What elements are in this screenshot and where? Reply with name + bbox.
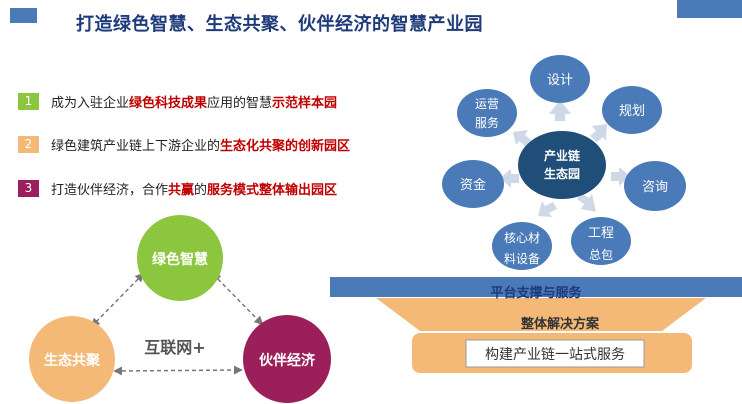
point-1-text-a: 成为入驻企业: [51, 95, 130, 111]
service-label: 构建产业链一站式服务: [485, 347, 625, 363]
service-box: [465, 339, 645, 368]
point-1: 1 成为入驻企业绿色科技成果应用的智慧示范样本园: [18, 91, 337, 111]
point-1-number: 1: [18, 92, 39, 110]
point-3-highlight-b: 服务模式整体输出园区: [207, 182, 338, 198]
cluster-funding-label: 资金: [460, 177, 486, 193]
cluster-node-consulting: [624, 161, 686, 211]
triad-right-label: 伙伴经济: [259, 352, 316, 369]
triad-node-top: [137, 215, 223, 301]
cluster-node-materials: [492, 222, 552, 270]
arrow-to-materials: [538, 201, 557, 217]
point-3-text-b: 的: [194, 182, 208, 198]
point-2-number: 2: [18, 135, 39, 153]
point-3: 3 打造伙伴经济，合作共赢的服务模式整体输出园区: [18, 178, 337, 198]
triad-center-label: 互联网+: [144, 338, 205, 357]
page-title: 打造绿色智慧、生态共聚、伙伴经济的智慧产业园: [76, 14, 483, 35]
point-2-text-a: 绿色建筑产业链上下游企业的: [51, 138, 221, 154]
cluster-center-label-1: 产业链: [544, 148, 581, 163]
arrow-to-funding: [500, 169, 519, 188]
point-1-text: 成为入驻企业绿色科技成果应用的智慧示范样本园: [51, 92, 337, 111]
triad-link-top-left: [90, 272, 145, 328]
cluster-center-node: [518, 131, 606, 199]
cluster-node-design: [530, 55, 590, 103]
point-2-highlight-a: 生态化共聚的创新园区: [220, 138, 351, 154]
platform-section: 平台支撑与服务 整体解决方案 构建产业链一站式服务: [330, 277, 742, 373]
cluster-materials-label-2: 料设备: [504, 252, 540, 266]
triad-node-left: [29, 316, 115, 402]
point-3-number: 3: [18, 179, 39, 197]
point-3-text-a: 打造伙伴经济，合作: [51, 182, 169, 198]
cluster-operations-label-2: 服务: [475, 115, 499, 130]
cluster-diagram: 设计 规划 咨询 工程 总包 核心材 料设备 资金 运营 服务 产业链 生态园: [442, 55, 686, 270]
solution-label: 整体解决方案: [520, 316, 600, 332]
cluster-node-funding: [442, 160, 504, 208]
point-1-highlight-b: 示范样本园: [272, 95, 338, 111]
platform-bar: [330, 277, 742, 297]
cluster-consulting-label: 咨询: [642, 180, 668, 195]
triad-left-label: 生态共聚: [44, 352, 101, 369]
title-decoration-left: [10, 8, 37, 23]
cluster-center-label-2: 生态园: [544, 166, 580, 181]
point-1-highlight-a: 绿色科技成果: [129, 95, 208, 111]
point-1-text-b: 应用的智慧: [207, 95, 273, 111]
cluster-planning-label: 规划: [619, 104, 645, 119]
cluster-operations-label-1: 运营: [475, 97, 499, 111]
point-2: 2 绿色建筑产业链上下游企业的生态化共聚的创新园区: [18, 134, 350, 154]
point-3-highlight-a: 共赢: [168, 182, 195, 198]
cluster-design-label: 设计: [547, 73, 573, 88]
title-decoration-right: [677, 0, 742, 18]
cluster-engineering-label-2: 总包: [589, 248, 613, 262]
arrow-to-planning: [590, 124, 607, 142]
arrow-to-consulting: [611, 167, 630, 186]
cluster-node-operations: [457, 89, 517, 137]
cluster-node-planning: [602, 86, 662, 134]
triad-node-right: [243, 315, 331, 403]
point-3-text: 打造伙伴经济，合作共赢的服务模式整体输出园区: [51, 179, 337, 198]
triad-top-label: 绿色智慧: [152, 251, 208, 268]
cluster-materials-label-1: 核心材: [504, 231, 540, 245]
platform-bar-label: 平台支撑与服务: [490, 285, 582, 301]
cluster-node-engineering: [571, 217, 631, 265]
triad-link-top-right: [211, 272, 264, 326]
cluster-engineering-label-1: 工程: [588, 226, 614, 241]
point-2-text: 绿色建筑产业链上下游企业的生态化共聚的创新园区: [51, 135, 350, 154]
triad-link-left-right: [113, 365, 243, 376]
arrow-to-engineering: [577, 193, 596, 212]
solution-funnel: [376, 298, 706, 331]
arrow-to-operations: [513, 130, 531, 146]
arrow-to-design: [549, 100, 571, 121]
